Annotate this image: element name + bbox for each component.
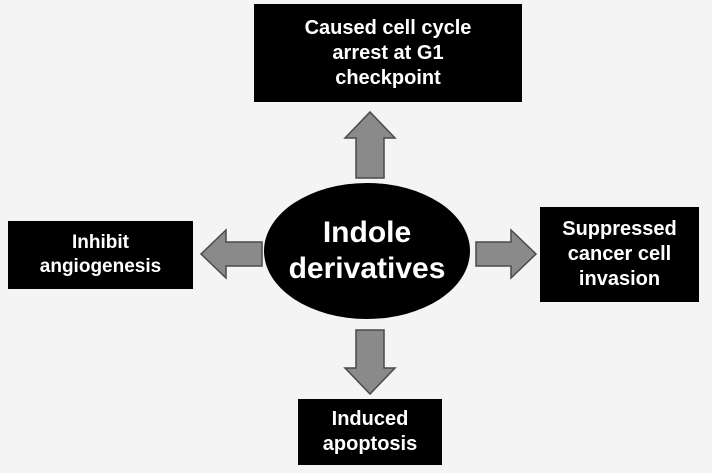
- outcome-box-angiogenesis: Inhibit angiogenesis: [8, 221, 193, 289]
- outcome-box-invasion: Suppressed cancer cell invasion: [540, 207, 699, 302]
- outcome-box-apoptosis: Induced apoptosis: [298, 399, 442, 465]
- outcome-label-right: Suppressed cancer cell invasion: [562, 218, 677, 290]
- arrow-up: [343, 110, 397, 179]
- center-ellipse-indole-derivatives: Indole derivatives: [264, 183, 470, 319]
- outcome-label-left: Inhibit angiogenesis: [39, 232, 162, 277]
- center-label: Indole derivatives: [288, 216, 446, 285]
- arrow-down: [343, 329, 397, 396]
- arrow-left: [199, 228, 263, 280]
- arrow-right: [475, 228, 538, 280]
- outcome-label-bottom: Induced apoptosis: [322, 408, 418, 455]
- outcome-box-cell-cycle-arrest: Caused cell cycle arrest at G1 checkpoin…: [254, 4, 522, 102]
- outcome-label-top: Caused cell cycle arrest at G1 checkpoin…: [304, 16, 472, 89]
